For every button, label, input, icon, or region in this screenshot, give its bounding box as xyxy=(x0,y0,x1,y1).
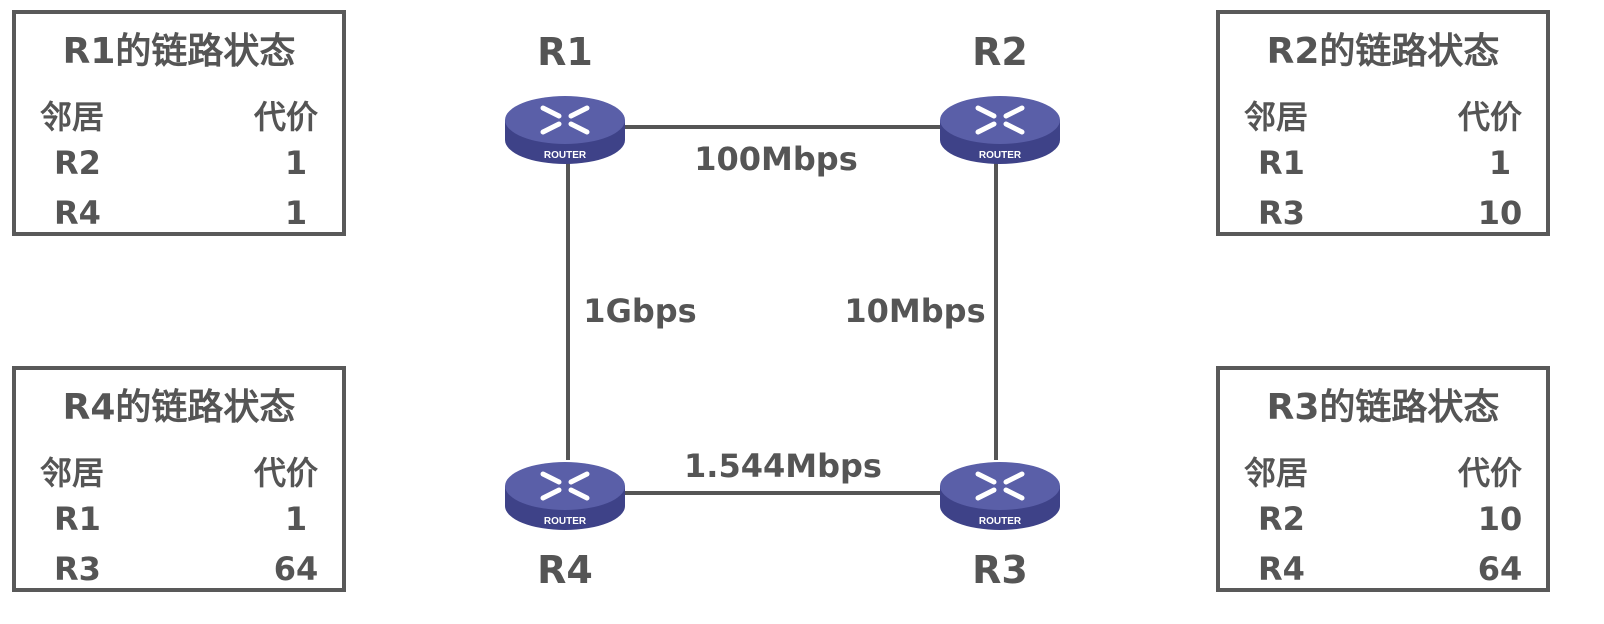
col-cost: 代价 xyxy=(1457,454,1522,492)
link-r4-r3 xyxy=(620,491,950,495)
link-r1-r2 xyxy=(620,125,950,129)
row-neighbor: R2 xyxy=(54,144,101,182)
row-neighbor: R2 xyxy=(1258,500,1305,538)
row-cost: 64 xyxy=(273,550,319,588)
router-name-r1: R1 xyxy=(537,30,593,74)
row-neighbor: R3 xyxy=(1258,194,1305,232)
link-r2-r3 xyxy=(994,160,998,460)
col-cost: 代价 xyxy=(1457,98,1522,136)
row-neighbor: R4 xyxy=(54,194,101,232)
row-neighbor: R1 xyxy=(1258,144,1305,182)
link-r1-r4 xyxy=(566,160,570,460)
router-name-r2: R2 xyxy=(972,30,1028,74)
table-title: R3的链路状态 xyxy=(1266,387,1500,428)
link-label-r4-r3: 1.544Mbps xyxy=(684,447,882,485)
row-cost: 64 xyxy=(1477,550,1523,588)
row-cost: 1 xyxy=(1488,144,1512,182)
row-cost: 1 xyxy=(284,144,308,182)
row-neighbor: R1 xyxy=(54,500,101,538)
link-label-r1-r2: 100Mbps xyxy=(694,140,858,178)
col-neighbor: 邻居 xyxy=(1244,454,1309,492)
svg-text:ROUTER: ROUTER xyxy=(979,516,1022,527)
col-neighbor: 邻居 xyxy=(40,454,105,492)
row-cost: 1 xyxy=(284,194,308,232)
col-neighbor: 邻居 xyxy=(1244,98,1309,136)
col-cost: 代价 xyxy=(253,98,318,136)
router-icon-r3: ROUTER xyxy=(938,454,1062,534)
col-cost: 代价 xyxy=(253,454,318,492)
svg-text:ROUTER: ROUTER xyxy=(979,150,1022,161)
row-cost: 10 xyxy=(1477,194,1523,232)
row-neighbor: R3 xyxy=(54,550,101,588)
table-title: R1的链路状态 xyxy=(62,31,296,72)
row-cost: 1 xyxy=(284,500,308,538)
router-icon-r2: ROUTER xyxy=(938,88,1062,168)
router-icon-r1: ROUTER xyxy=(503,88,627,168)
router-icon-r4: ROUTER xyxy=(503,454,627,534)
svg-text:ROUTER: ROUTER xyxy=(544,516,587,527)
row-neighbor: R4 xyxy=(1258,550,1305,588)
table-title: R4的链路状态 xyxy=(62,387,296,428)
svg-text:ROUTER: ROUTER xyxy=(544,150,587,161)
link-label-r1-r4: 1Gbps xyxy=(583,292,697,330)
link-label-r2-r3: 10Mbps xyxy=(844,292,986,330)
table-title: R2的链路状态 xyxy=(1266,31,1500,72)
router-name-r4: R4 xyxy=(537,548,593,592)
row-cost: 10 xyxy=(1477,500,1523,538)
router-name-r3: R3 xyxy=(972,548,1028,592)
col-neighbor: 邻居 xyxy=(40,98,105,136)
